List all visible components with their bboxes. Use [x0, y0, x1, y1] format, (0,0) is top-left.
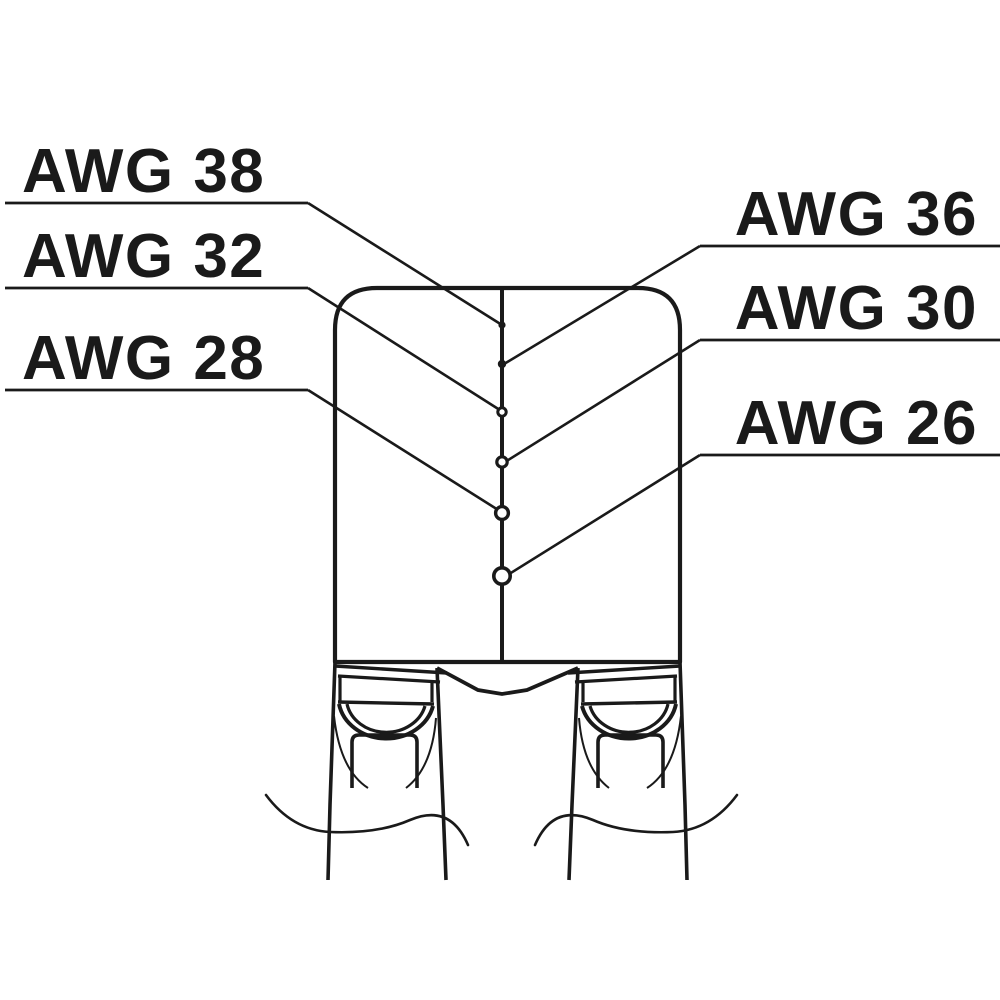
jaw-left-notch: [350, 733, 419, 788]
hole-awg-26: [491, 565, 512, 586]
jaw-left-bar-bottom: [337, 674, 441, 684]
jaw-right-arc-inner: [588, 703, 670, 734]
hole-awg-28: [493, 504, 511, 522]
jaw-left-outer-edge: [326, 661, 337, 881]
hole-awg-38: [498, 321, 506, 329]
jaw-left-guide-outer: [333, 715, 369, 789]
label-awg-38: AWG 38: [22, 137, 265, 206]
jaw-right-guide-outer: [646, 715, 682, 789]
jaw-assembly: [326, 661, 689, 881]
gauge-holes-group: [491, 321, 512, 586]
label-awg-32: AWG 32: [22, 222, 265, 291]
label-awg-30: AWG 30: [735, 274, 978, 343]
tool-head-outline: [332, 285, 683, 665]
jaw-right-arc-outer: [580, 703, 678, 741]
jaw-right-guide-inner: [578, 717, 610, 789]
jaw-right-inner-edge: [567, 667, 580, 881]
leader-awg-28: [307, 388, 504, 515]
tool-head-group: [332, 285, 683, 665]
jaw-right-bar-base: [580, 700, 678, 706]
label-awg-26: AWG 26: [735, 389, 978, 458]
hole-awg-30: [495, 455, 509, 469]
leader-awg-36: [503, 244, 701, 366]
jaw-left-arc-outer: [337, 703, 435, 741]
label-awg-28: AWG 28: [22, 324, 265, 393]
leader-awg-38: [307, 201, 503, 327]
labels-group: AWG 38 AWG 32 AWG 28 AWG 36 AWG 30 AWG 2…: [22, 137, 978, 458]
hole-awg-36: [497, 359, 507, 369]
jaw-left-bar-base: [337, 700, 435, 706]
leader-awg-30: [504, 338, 701, 464]
break-line-left: [264, 793, 470, 847]
jaw-center-gap-top: [436, 666, 579, 696]
break-line-right: [533, 793, 739, 847]
leader-awg-32: [307, 286, 504, 414]
jaw-left-inner-edge: [435, 667, 448, 881]
jaw-left-arc-inner: [345, 703, 427, 734]
label-awg-36: AWG 36: [735, 180, 978, 249]
jaw-right-bar-top: [567, 664, 681, 675]
leader-awg-26: [505, 453, 701, 578]
label-underlines-group: [5, 201, 1000, 457]
jaw-left-guide-inner: [405, 717, 437, 789]
jaw-left-bar-top: [334, 664, 448, 675]
hole-awg-32: [496, 406, 508, 418]
jaw-right-notch: [596, 733, 665, 788]
break-lines-group: [264, 793, 739, 847]
jaw-right-bar-bottom: [574, 674, 678, 684]
jaw-right-outer-edge: [678, 661, 689, 881]
leader-lines-group: [307, 201, 701, 578]
